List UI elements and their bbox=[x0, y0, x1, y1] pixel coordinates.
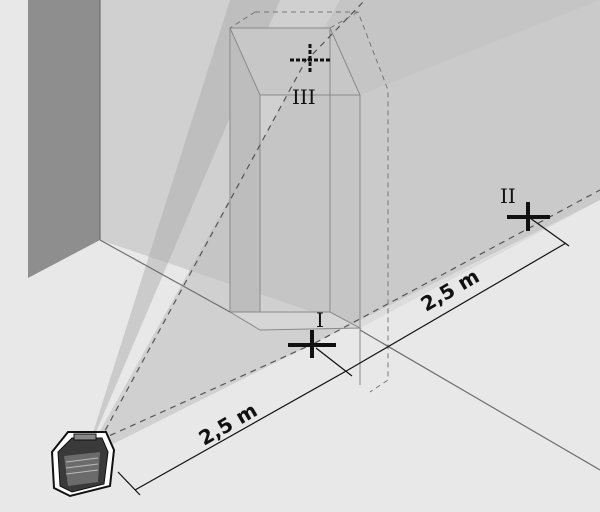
laser-cross-icon bbox=[507, 202, 550, 231]
line-laser-level-icon bbox=[50, 431, 116, 498]
left-wall bbox=[28, 0, 100, 278]
door-hidden-outline bbox=[229, 11, 389, 393]
floor-corner-line bbox=[99, 239, 231, 313]
mark-label-i: I bbox=[316, 308, 324, 332]
laser-plane-upper bbox=[85, 0, 600, 458]
laser-cross-icon bbox=[288, 330, 336, 358]
laser-beams bbox=[99, 0, 600, 441]
floor-wall-line bbox=[359, 329, 600, 471]
laser-cross-icon bbox=[290, 44, 330, 74]
dimension-lines bbox=[117, 217, 570, 496]
mark-label-ii: II bbox=[500, 184, 516, 208]
mark-label-iii: III bbox=[292, 85, 316, 109]
